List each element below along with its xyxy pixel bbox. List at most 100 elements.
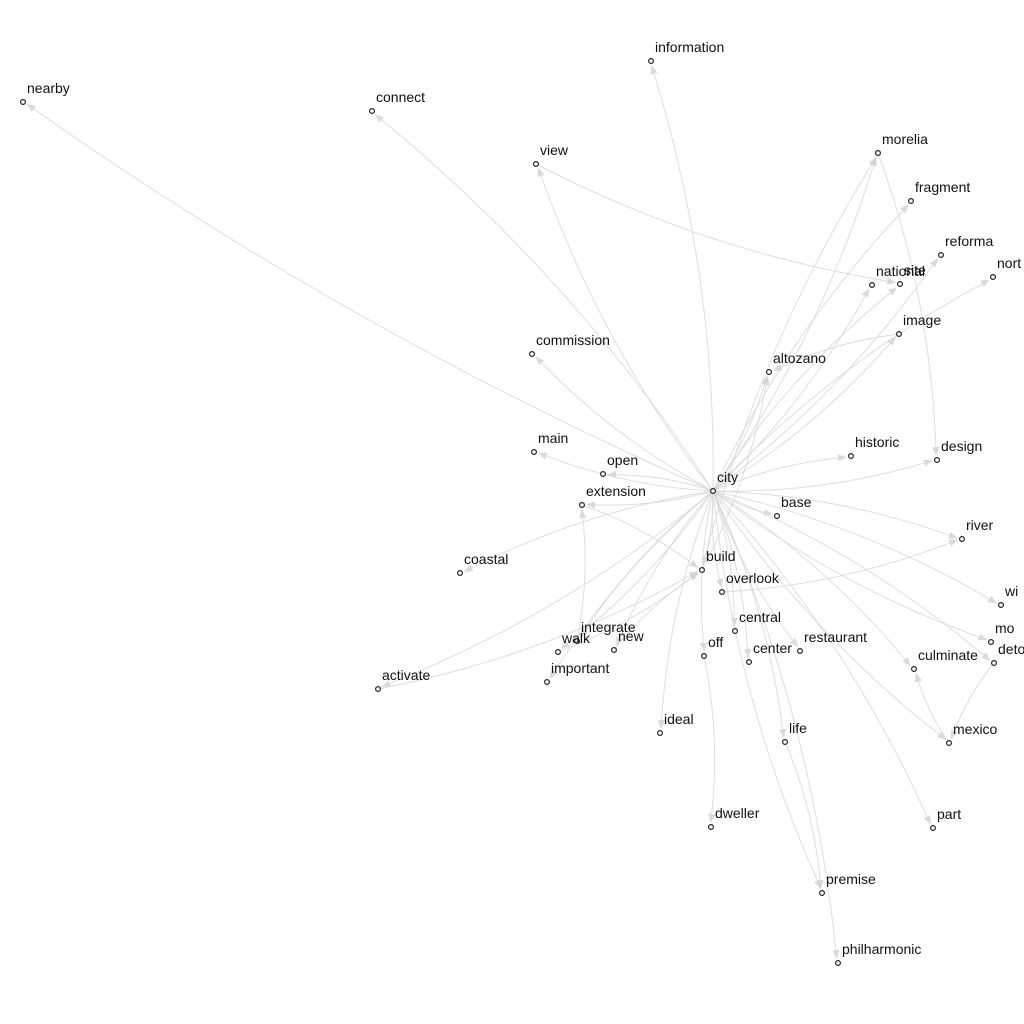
node-dot-philharmonic[interactable] (834, 959, 841, 966)
node-city[interactable]: city (709, 469, 738, 495)
node-north[interactable]: nort (989, 255, 1022, 281)
node-information[interactable]: information (647, 39, 725, 64)
edge-city-mo (712, 490, 988, 641)
edge-extension-build (581, 504, 699, 569)
node-dot-fragment[interactable] (907, 198, 914, 205)
node-part[interactable]: part (929, 806, 962, 831)
node-connect[interactable]: connect (369, 89, 426, 114)
node-dweller[interactable]: dweller (707, 805, 760, 830)
node-morelia[interactable]: morelia (874, 131, 929, 157)
node-dot-off[interactable] (700, 652, 707, 659)
node-dot-build[interactable] (698, 566, 705, 573)
node-activate[interactable]: activate (375, 667, 431, 692)
node-dot-mo[interactable] (987, 638, 994, 645)
node-wi[interactable]: wi (997, 583, 1019, 608)
node-dot-part[interactable] (929, 824, 936, 831)
node-dot-national[interactable] (868, 282, 875, 289)
node-walk[interactable]: walk (554, 630, 591, 655)
node-mo[interactable]: mo (987, 620, 1015, 645)
node-mexico[interactable]: mexico (945, 721, 998, 746)
node-dot-new[interactable] (610, 646, 617, 653)
node-dot-site[interactable] (896, 281, 903, 288)
edge-city-design (712, 459, 933, 492)
node-dot-city[interactable] (709, 488, 716, 495)
node-river[interactable]: river (958, 517, 994, 542)
node-design[interactable]: design (933, 438, 983, 464)
node-dot-walk[interactable] (554, 648, 561, 655)
node-dot-overlook[interactable] (718, 588, 725, 595)
node-deto[interactable]: deto (990, 641, 1024, 666)
node-fragment[interactable]: fragment (907, 179, 971, 205)
node-dot-deto[interactable] (990, 659, 997, 666)
node-dot-culminate[interactable] (910, 665, 917, 672)
node-central[interactable]: central (731, 609, 781, 634)
node-national[interactable]: national (868, 263, 925, 289)
node-important[interactable]: important (543, 660, 610, 685)
node-dot-north[interactable] (989, 274, 996, 281)
node-dot-activate[interactable] (375, 685, 382, 692)
node-dot-view[interactable] (532, 161, 539, 168)
edge-city-north (712, 279, 990, 492)
node-off[interactable]: off (700, 634, 724, 659)
node-integrate[interactable]: integrate (573, 619, 636, 644)
node-site[interactable]: site (896, 262, 926, 288)
node-dot-historic[interactable] (847, 453, 854, 460)
node-open[interactable]: open (599, 452, 639, 478)
edge-city-part (712, 490, 931, 825)
node-label-historic: historic (855, 434, 899, 450)
node-reforma[interactable]: reforma (937, 233, 994, 259)
node-dot-open[interactable] (599, 471, 606, 478)
node-dot-river[interactable] (958, 535, 965, 542)
node-dot-integrate[interactable] (573, 637, 580, 644)
node-build[interactable]: build (698, 548, 736, 573)
node-dot-commission[interactable] (528, 351, 535, 358)
node-dot-important[interactable] (543, 678, 550, 685)
node-dot-wi[interactable] (997, 601, 1004, 608)
node-dot-main[interactable] (530, 449, 537, 456)
node-dot-ideal[interactable] (656, 729, 663, 736)
node-dot-nearby[interactable] (20, 98, 27, 105)
edge-activate-build (377, 571, 699, 690)
node-coastal[interactable]: coastal (457, 551, 509, 576)
node-nearby[interactable]: nearby (20, 80, 70, 105)
node-historic[interactable]: historic (847, 434, 900, 460)
node-dot-base[interactable] (773, 512, 780, 519)
node-extension[interactable]: extension (578, 483, 646, 509)
node-base[interactable]: base (773, 494, 812, 519)
node-life[interactable]: life (781, 720, 808, 745)
node-commission[interactable]: commission (528, 332, 610, 358)
node-dot-restaurant[interactable] (796, 647, 803, 654)
node-dot-dweller[interactable] (707, 823, 714, 830)
node-dot-coastal[interactable] (457, 569, 464, 576)
node-restaurant[interactable]: restaurant (796, 629, 868, 654)
node-center[interactable]: center (745, 640, 793, 665)
node-philharmonic[interactable]: philharmonic (834, 941, 922, 966)
node-main[interactable]: main (530, 430, 569, 456)
node-label-premise: premise (826, 871, 876, 887)
node-dot-altozano[interactable] (765, 369, 772, 376)
node-dot-extension[interactable] (578, 502, 585, 509)
node-dot-center[interactable] (745, 658, 752, 665)
node-dot-image[interactable] (895, 331, 902, 338)
node-dot-morelia[interactable] (874, 150, 881, 157)
node-altozano[interactable]: altozano (765, 350, 827, 376)
node-ideal[interactable]: ideal (656, 711, 694, 736)
node-overlook[interactable]: overlook (718, 570, 780, 595)
edge-off-dweller (703, 655, 716, 823)
node-dot-information[interactable] (647, 57, 654, 64)
node-label-overlook: overlook (726, 570, 780, 586)
node-culminate[interactable]: culminate (910, 647, 979, 672)
node-dot-mexico[interactable] (945, 739, 952, 746)
node-premise[interactable]: premise (818, 871, 876, 896)
node-dot-central[interactable] (731, 627, 738, 634)
node-dot-premise[interactable] (818, 889, 825, 896)
node-new[interactable]: new (610, 628, 645, 653)
node-dot-design[interactable] (933, 457, 940, 464)
node-image[interactable]: image (895, 312, 942, 338)
node-view[interactable]: view (532, 142, 569, 168)
node-dot-reforma[interactable] (937, 252, 944, 259)
node-dot-connect[interactable] (369, 107, 376, 114)
node-label-philharmonic: philharmonic (842, 941, 921, 957)
node-dot-life[interactable] (781, 738, 788, 745)
node-label-altozano: altozano (773, 350, 826, 366)
